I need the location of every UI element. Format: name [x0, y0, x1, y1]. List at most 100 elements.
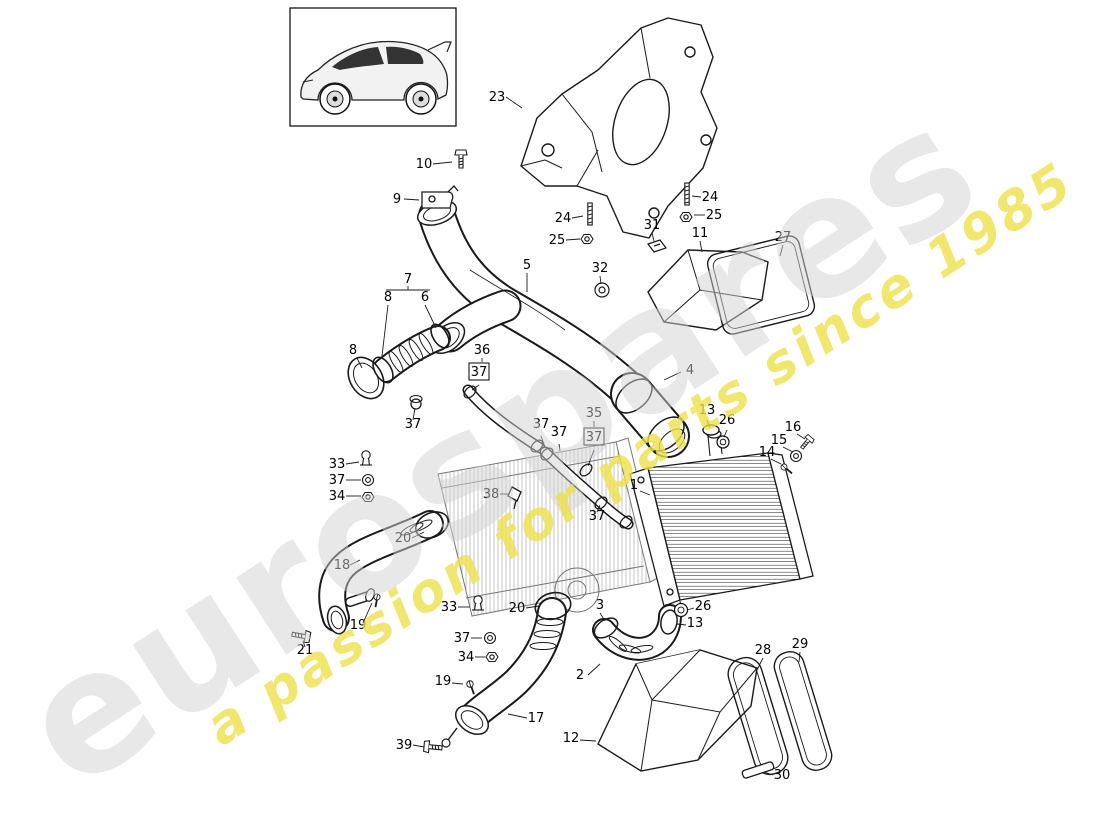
part-callout-15[interactable]: 15 — [771, 433, 788, 448]
part-callout-18[interactable]: 18 — [334, 558, 351, 573]
left-stud-stack — [359, 450, 375, 503]
leader-line — [691, 195, 702, 198]
leader-line — [558, 443, 561, 452]
part-callout-19[interactable]: 19 — [350, 618, 367, 633]
vehicle-thumbnail — [289, 7, 457, 127]
part-callout-35[interactable]: 35 — [586, 406, 603, 421]
callout-box — [468, 362, 490, 381]
part-callout-37[interactable]: 37 — [589, 509, 606, 524]
leader-line — [525, 605, 540, 609]
leader-line — [676, 623, 687, 626]
pressure-sensor — [421, 185, 459, 209]
pipe-sleeve — [610, 372, 690, 458]
car-icon — [300, 40, 452, 115]
leader-line — [587, 663, 601, 676]
leader-line — [403, 198, 420, 201]
leader-line — [782, 446, 794, 453]
part-callout-37[interactable]: 37 — [454, 631, 471, 646]
part-callout-26[interactable]: 26 — [719, 413, 736, 428]
part-callout-37[interactable]: 37 — [533, 417, 550, 432]
part-callout-3[interactable]: 3 — [596, 598, 604, 613]
leader-line — [540, 435, 546, 448]
leader-line — [651, 232, 655, 242]
hose-left — [290, 510, 450, 644]
leader-line — [686, 607, 695, 611]
leader-line — [411, 531, 425, 539]
part-callout-26[interactable]: 26 — [695, 599, 712, 614]
leader-line — [699, 240, 703, 253]
part-callout-16[interactable]: 16 — [785, 420, 802, 435]
diagram-canvas: 2310924252425311127532786836374371326161… — [289, 7, 833, 783]
part-callout-7[interactable]: 7 — [404, 272, 412, 287]
part-callout-25[interactable]: 25 — [549, 233, 566, 248]
leader-line — [424, 304, 437, 329]
leader-line — [362, 602, 373, 624]
part-callout-38[interactable]: 38 — [483, 487, 500, 502]
part-callout-28[interactable]: 28 — [755, 643, 772, 658]
part-callout-4[interactable]: 4 — [686, 363, 694, 378]
part-callout-33[interactable]: 33 — [441, 600, 458, 615]
part-callout-24[interactable]: 24 — [555, 211, 572, 226]
leader-line — [432, 161, 453, 165]
leader-line — [763, 771, 774, 776]
part-callout-6[interactable]: 6 — [421, 290, 429, 305]
part-callout-1[interactable]: 1 — [630, 478, 638, 493]
part-callout-8[interactable]: 8 — [384, 290, 392, 305]
part-callout-37[interactable]: 37 — [551, 425, 568, 440]
part-callout-29[interactable]: 29 — [792, 637, 809, 652]
lower-air-duct — [597, 649, 758, 772]
part-callout-5[interactable]: 5 — [523, 258, 531, 273]
part-callout-32[interactable]: 32 — [592, 261, 609, 276]
part-callout-30[interactable]: 30 — [774, 768, 791, 783]
part-callout-25[interactable]: 25 — [706, 208, 723, 223]
fasteners-top — [421, 149, 693, 245]
cooler-fittings — [702, 424, 816, 475]
leader-line — [796, 433, 806, 440]
leader-line — [723, 429, 728, 438]
part-callout-36[interactable]: 36 — [474, 343, 491, 358]
part-callout-2[interactable]: 2 — [576, 668, 584, 683]
part-callout-34[interactable]: 34 — [458, 650, 475, 665]
leader-line — [587, 449, 595, 467]
part-callout-9[interactable]: 9 — [393, 192, 401, 207]
part-callout-24[interactable]: 24 — [702, 190, 719, 205]
leader-line — [596, 504, 601, 513]
part-callout-39[interactable]: 39 — [396, 738, 413, 753]
grommet — [594, 282, 610, 298]
part-callout-14[interactable]: 14 — [759, 445, 776, 460]
leader-line — [663, 371, 682, 381]
part-callout-13[interactable]: 13 — [699, 403, 716, 418]
part-callout-20[interactable]: 20 — [509, 601, 526, 616]
leader-line — [565, 238, 581, 241]
leader-line — [451, 682, 464, 685]
upper-duct-seal — [706, 235, 816, 335]
part-callout-10[interactable]: 10 — [416, 157, 433, 172]
part-callout-23[interactable]: 23 — [489, 90, 506, 105]
part-callout-20[interactable]: 20 — [395, 531, 412, 546]
intake-bellows — [347, 323, 451, 400]
part-callout-37[interactable]: 37 — [471, 365, 488, 380]
part-callout-13[interactable]: 13 — [687, 616, 704, 631]
lower-duct-seals — [727, 651, 833, 779]
charge-air-cooler — [629, 429, 814, 621]
part-callout-11[interactable]: 11 — [692, 226, 709, 241]
part-callout-37[interactable]: 37 — [405, 417, 422, 432]
hose-bottom — [422, 591, 572, 755]
part-callout-17[interactable]: 17 — [528, 711, 545, 726]
leader-line — [756, 657, 764, 671]
part-callout-31[interactable]: 31 — [644, 218, 661, 233]
leader-line — [599, 275, 602, 285]
part-callout-19[interactable]: 19 — [435, 674, 452, 689]
part-callout-12[interactable]: 12 — [563, 731, 580, 746]
leader-line — [349, 559, 361, 566]
part-callout-37[interactable]: 37 — [329, 473, 346, 488]
part-callout-34[interactable]: 34 — [329, 489, 346, 504]
part-callout-27[interactable]: 27 — [775, 230, 792, 245]
part-callout-8[interactable]: 8 — [349, 343, 357, 358]
part-callout-33[interactable]: 33 — [329, 457, 346, 472]
leader-line — [412, 407, 416, 421]
part-callout-21[interactable]: 21 — [297, 643, 314, 658]
part-callout-37[interactable]: 37 — [586, 430, 603, 445]
